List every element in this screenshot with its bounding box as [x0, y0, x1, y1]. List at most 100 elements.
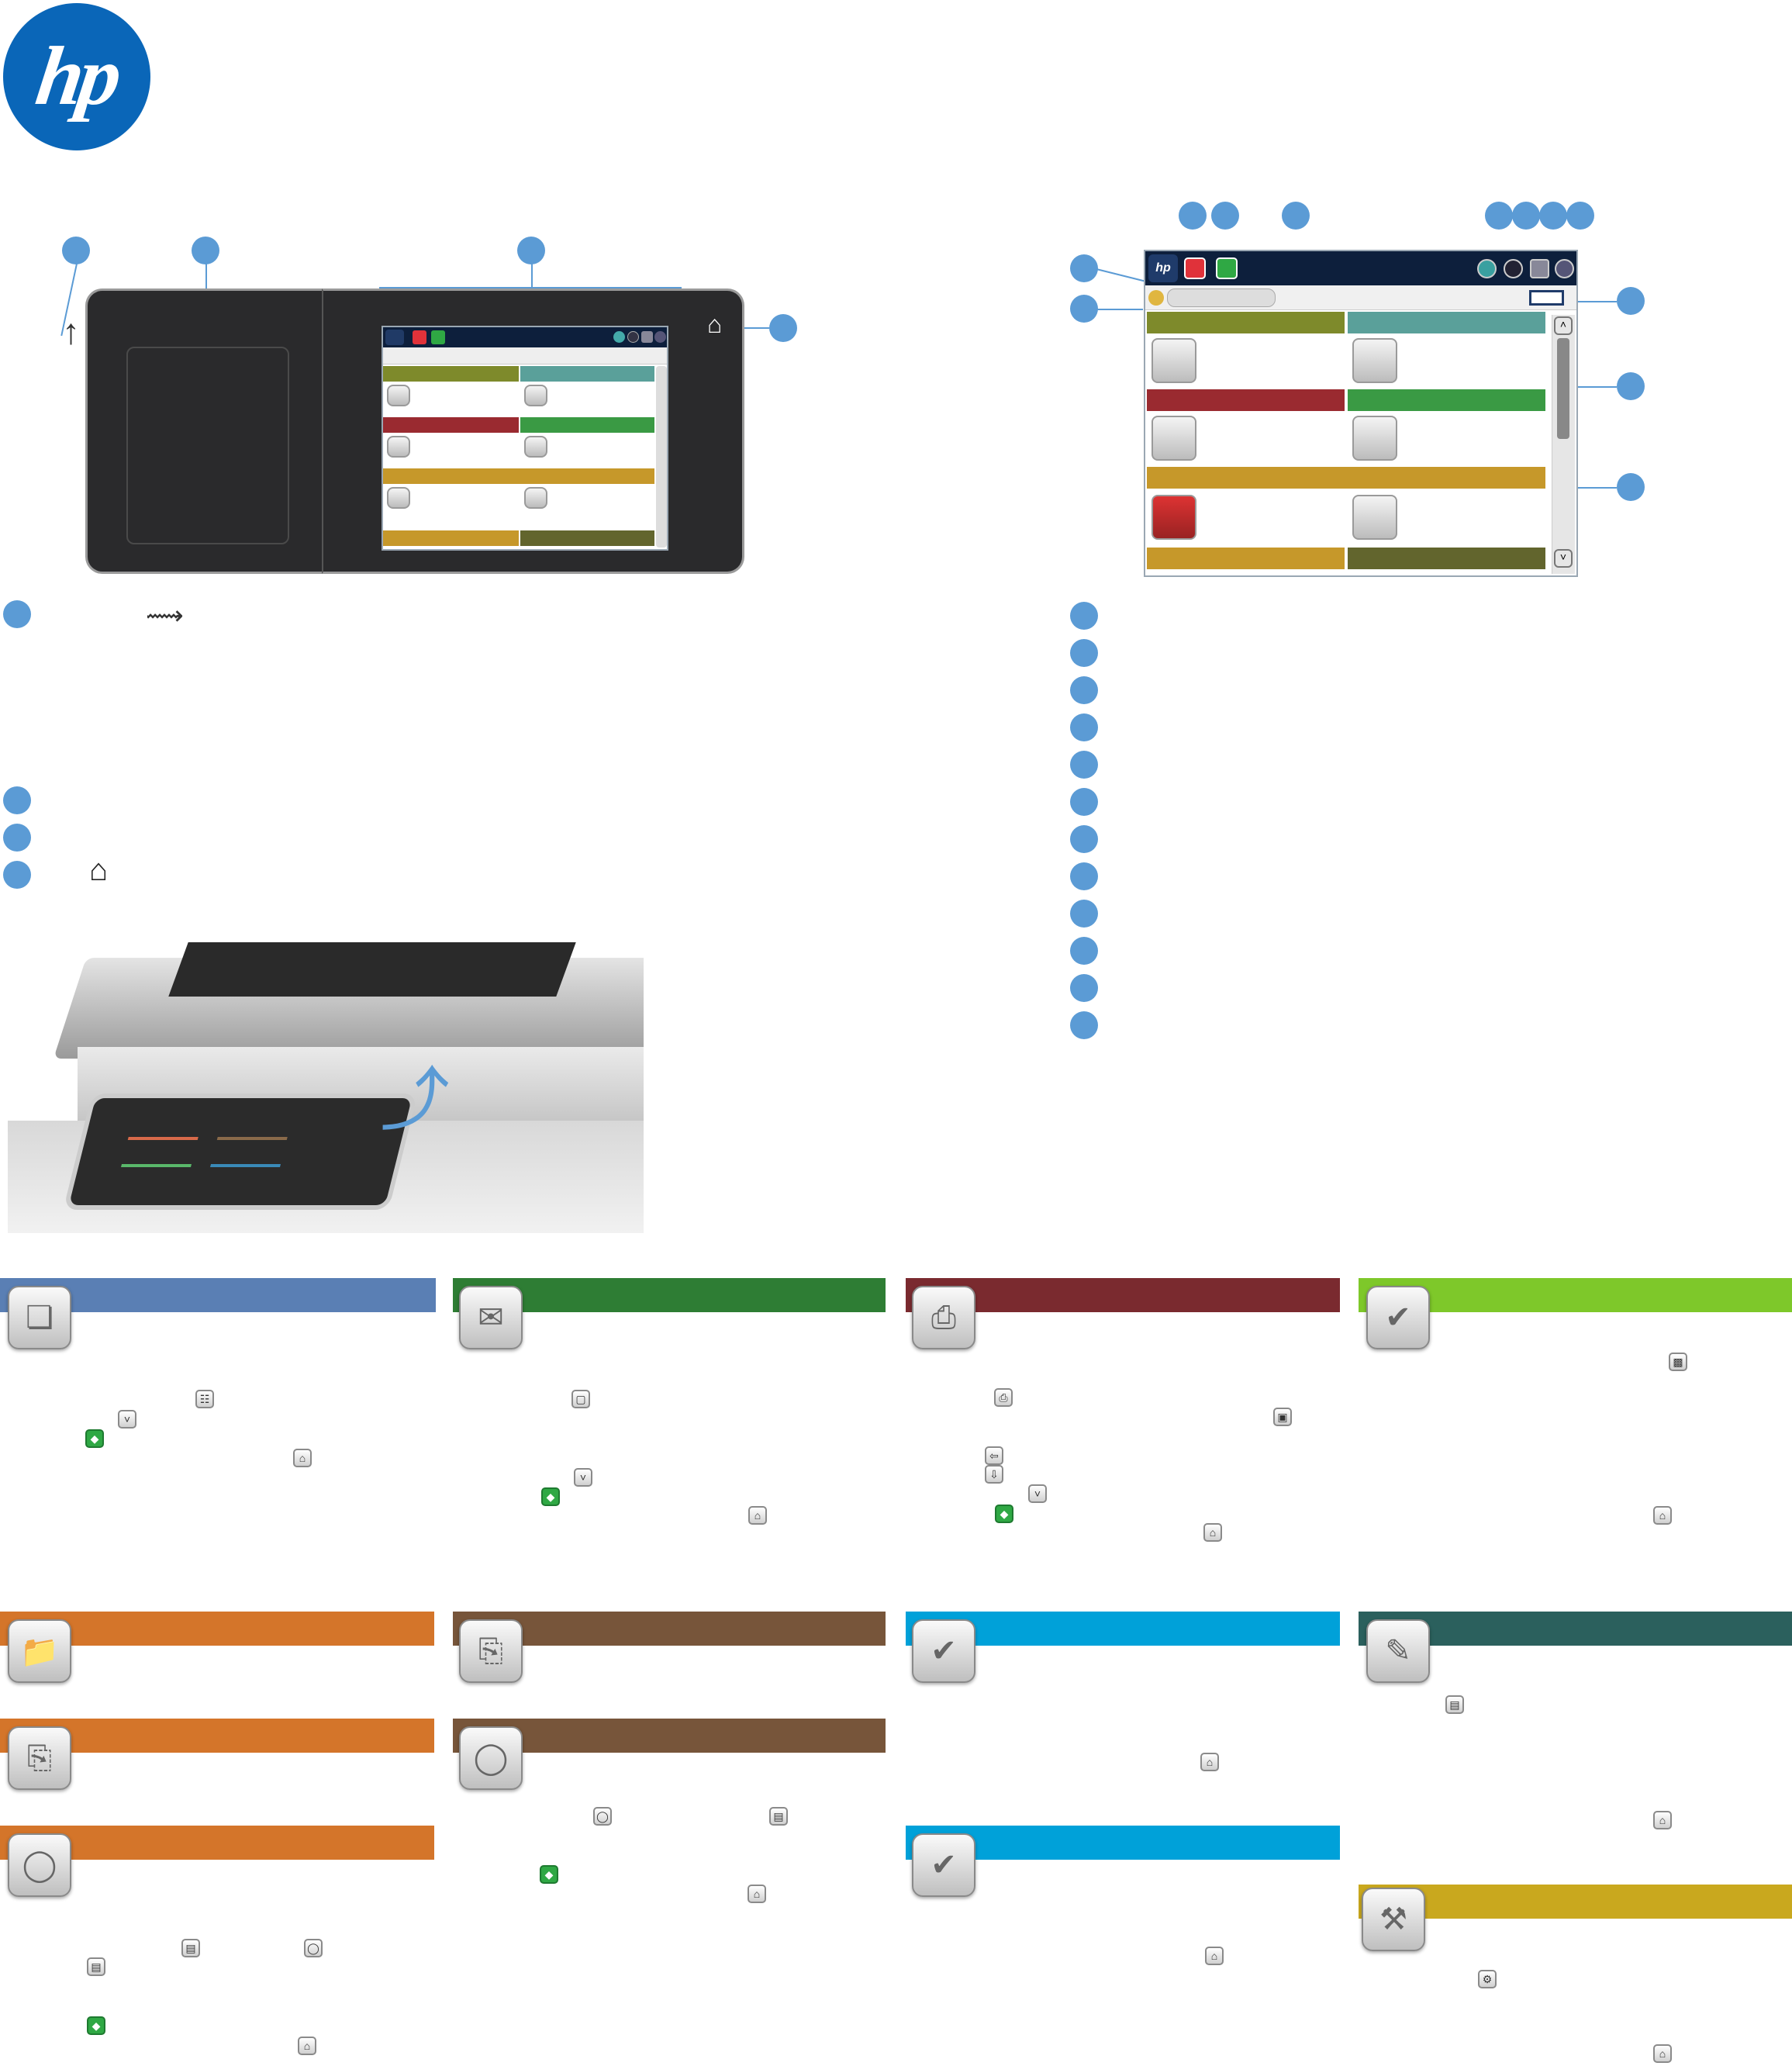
scroll-thumb[interactable]: [1557, 338, 1569, 439]
folder-icon: 📁: [8, 1619, 71, 1683]
hp-badge: [385, 330, 404, 345]
stop-button[interactable]: [1184, 257, 1206, 279]
legend-callout-2: [3, 786, 31, 814]
legend-callout-7: [1070, 825, 1098, 853]
folder-icon[interactable]: [1352, 495, 1397, 540]
legend-callout-1: [3, 600, 31, 628]
home-icon: ⌂: [89, 853, 109, 887]
globe-icon: ◯: [304, 1939, 323, 1957]
language-button[interactable]: [1477, 259, 1497, 278]
legend-callout-3: [1070, 676, 1098, 704]
chevron-down-icon: ˅: [118, 1410, 136, 1429]
section-tools-bar: [1359, 1885, 1792, 1919]
home-icon: ⌂: [1653, 2044, 1672, 2063]
sign-in-icon[interactable]: [1148, 290, 1164, 306]
scrollbar[interactable]: ˄ ˅: [1552, 315, 1575, 574]
home-icon: ⌂: [1653, 1811, 1672, 1829]
touchscreen-panel: ⌂: [322, 288, 744, 574]
legend-callout-9: [1070, 900, 1098, 928]
start-button[interactable]: [1216, 257, 1238, 279]
back-arrow-icon: ⇦: [985, 1446, 1003, 1465]
home-icon: ⌂: [293, 1449, 312, 1467]
callout-8: [1539, 202, 1567, 230]
tools-icon: ⚒: [1362, 1888, 1425, 1951]
sign-in-button[interactable]: [1167, 288, 1276, 307]
help-button[interactable]: [1555, 259, 1574, 278]
mini-tiles: [383, 366, 654, 549]
legend-callout-1: [1070, 602, 1098, 630]
feature-tiles: [1145, 312, 1549, 575]
section-print-bar: [906, 1278, 1340, 1312]
down-arrow-icon: ⇩: [985, 1465, 1003, 1484]
legend-callout-4: [3, 861, 31, 889]
fax-check-icon: ✔: [912, 1619, 975, 1683]
start-icon: ◆: [995, 1505, 1013, 1523]
copy-count-field[interactable]: [1529, 290, 1564, 306]
contacts-icon[interactable]: [1152, 338, 1196, 383]
start-icon: ◆: [87, 2016, 105, 2035]
legend-callout-6: [1070, 788, 1098, 816]
callout-10: [1617, 287, 1645, 315]
home-icon: ⌂: [298, 2037, 316, 2055]
callout-5: [1282, 202, 1310, 230]
callout-3: [517, 237, 545, 264]
callout-1: [62, 237, 90, 264]
usb-drive-icon[interactable]: [1152, 495, 1196, 540]
callout-1: [1070, 254, 1098, 282]
gear-icon: ⚙: [1478, 1970, 1497, 1988]
section-notes-bar: [1359, 1612, 1792, 1646]
tilt-arrow-icon: ⤴: [380, 1062, 450, 1139]
usb-icon: ↑: [62, 311, 80, 351]
copy-icon: ❏: [8, 1286, 71, 1349]
folder-small-icon: ▤: [1445, 1695, 1464, 1714]
envelope-icon[interactable]: [1352, 416, 1397, 461]
section-usb-save-bar: [0, 1719, 434, 1753]
hp-badge: hp: [1148, 254, 1178, 282]
copy-icon[interactable]: [1352, 338, 1397, 383]
legend-callout-10: [1070, 937, 1098, 965]
section-copy-bar: [0, 1278, 436, 1312]
screen-header: hp: [1145, 251, 1576, 285]
section-folder-bar: [0, 1612, 434, 1646]
section-usb-retrieve-bar: [453, 1612, 886, 1646]
callout-6: [1485, 202, 1513, 230]
sleep-button[interactable]: [1504, 259, 1523, 278]
legend-callout-11: [1070, 974, 1098, 1002]
network-button[interactable]: [1530, 259, 1549, 278]
status-strip: [1145, 285, 1576, 310]
section-email-bar: [453, 1278, 886, 1312]
printer-icon[interactable]: [1152, 416, 1196, 461]
mini-scrollbar: [656, 366, 667, 548]
scroll-up-button[interactable]: ˄: [1554, 316, 1573, 335]
hardware-integration-pocket: [126, 347, 289, 544]
section-fax-bar: [906, 1612, 1340, 1646]
section-storage-print-bar: [0, 1826, 434, 1860]
callout-2: [192, 237, 219, 264]
legend-callout-4: [1070, 713, 1098, 741]
printer-small-icon: ⎙: [994, 1388, 1013, 1407]
home-screen-diagram: hp ˄: [1070, 202, 1652, 582]
section-device-status-bar: [906, 1826, 1340, 1860]
start-icon: ◆: [540, 1865, 558, 1884]
callout-4: [769, 314, 797, 342]
storage-alt-icon: ▤: [87, 1957, 105, 1976]
printer-icon: ⎙: [912, 1286, 975, 1349]
legend-callout-5: [1070, 751, 1098, 779]
start-icon: ◆: [85, 1429, 104, 1448]
hp-logo: hp: [3, 3, 150, 150]
open-icon: ▣: [1273, 1408, 1292, 1426]
section-storage-bar: [453, 1719, 886, 1753]
section-jobs-bar: [1359, 1278, 1792, 1312]
callout-9: [1566, 202, 1594, 230]
save-icon: ▩: [1669, 1353, 1687, 1371]
home-button[interactable]: ⌂: [707, 310, 723, 338]
hp-logo-text: hp: [30, 30, 123, 123]
callout-2: [1070, 295, 1098, 323]
control-panel-illustration: ↑ ⌂: [60, 233, 797, 582]
scroll-down-button[interactable]: ˅: [1554, 549, 1573, 568]
home-icon: ⌂: [1653, 1506, 1672, 1525]
envelope-icon: ✉: [459, 1286, 523, 1349]
document-check-icon: ✔: [1366, 1286, 1430, 1349]
legend-callout-2: [1070, 639, 1098, 667]
chevron-down-icon: ˅: [574, 1468, 592, 1487]
